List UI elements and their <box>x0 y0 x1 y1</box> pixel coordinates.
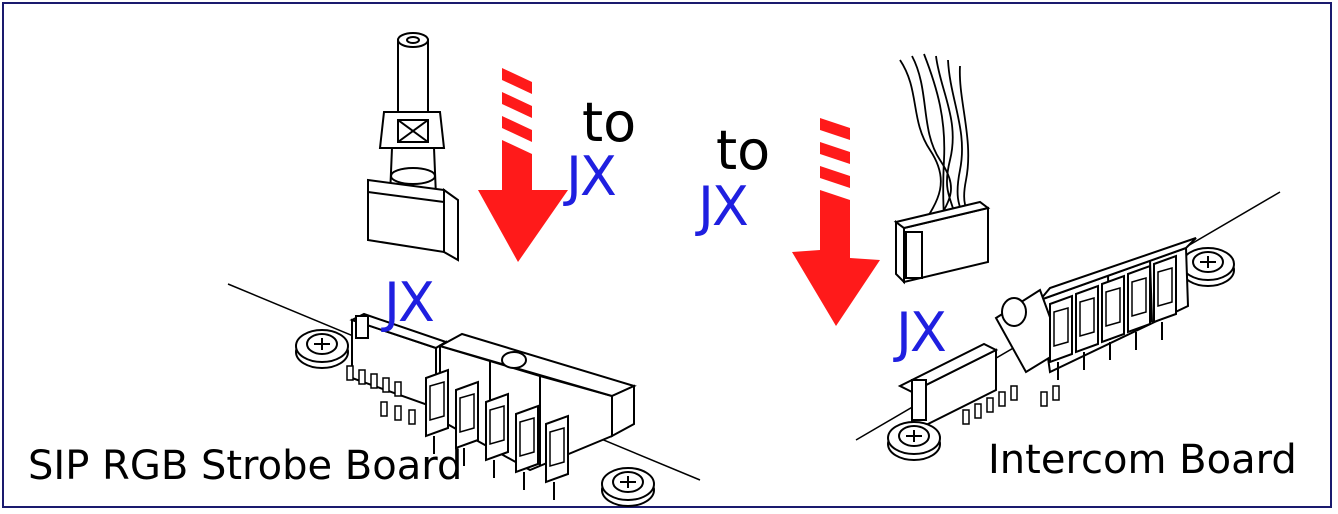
screw-icon <box>601 467 655 507</box>
right-header-connector <box>897 342 999 434</box>
screw-icon <box>887 421 941 461</box>
plug-icon <box>367 32 459 262</box>
screw-icon <box>1181 247 1235 287</box>
diagram-frame <box>2 2 1332 508</box>
right-target-label: JX <box>698 175 749 238</box>
left-target-label: JX <box>566 145 617 208</box>
left-to-label: to <box>582 91 637 154</box>
left-board-label: SIP RGB Strobe Board <box>28 443 463 489</box>
right-plug-housing <box>893 200 991 285</box>
terminal-block-icon <box>437 332 637 472</box>
right-connector-label: JX <box>896 301 947 364</box>
down-arrow-icon <box>478 68 568 262</box>
screw-icon <box>295 329 349 369</box>
wire-bundle-icon <box>899 53 981 239</box>
left-connector-label: JX <box>384 271 435 334</box>
right-to-label: to <box>716 119 771 182</box>
right-board-label: Intercom Board <box>988 437 1297 483</box>
down-arrow-icon <box>792 118 880 326</box>
